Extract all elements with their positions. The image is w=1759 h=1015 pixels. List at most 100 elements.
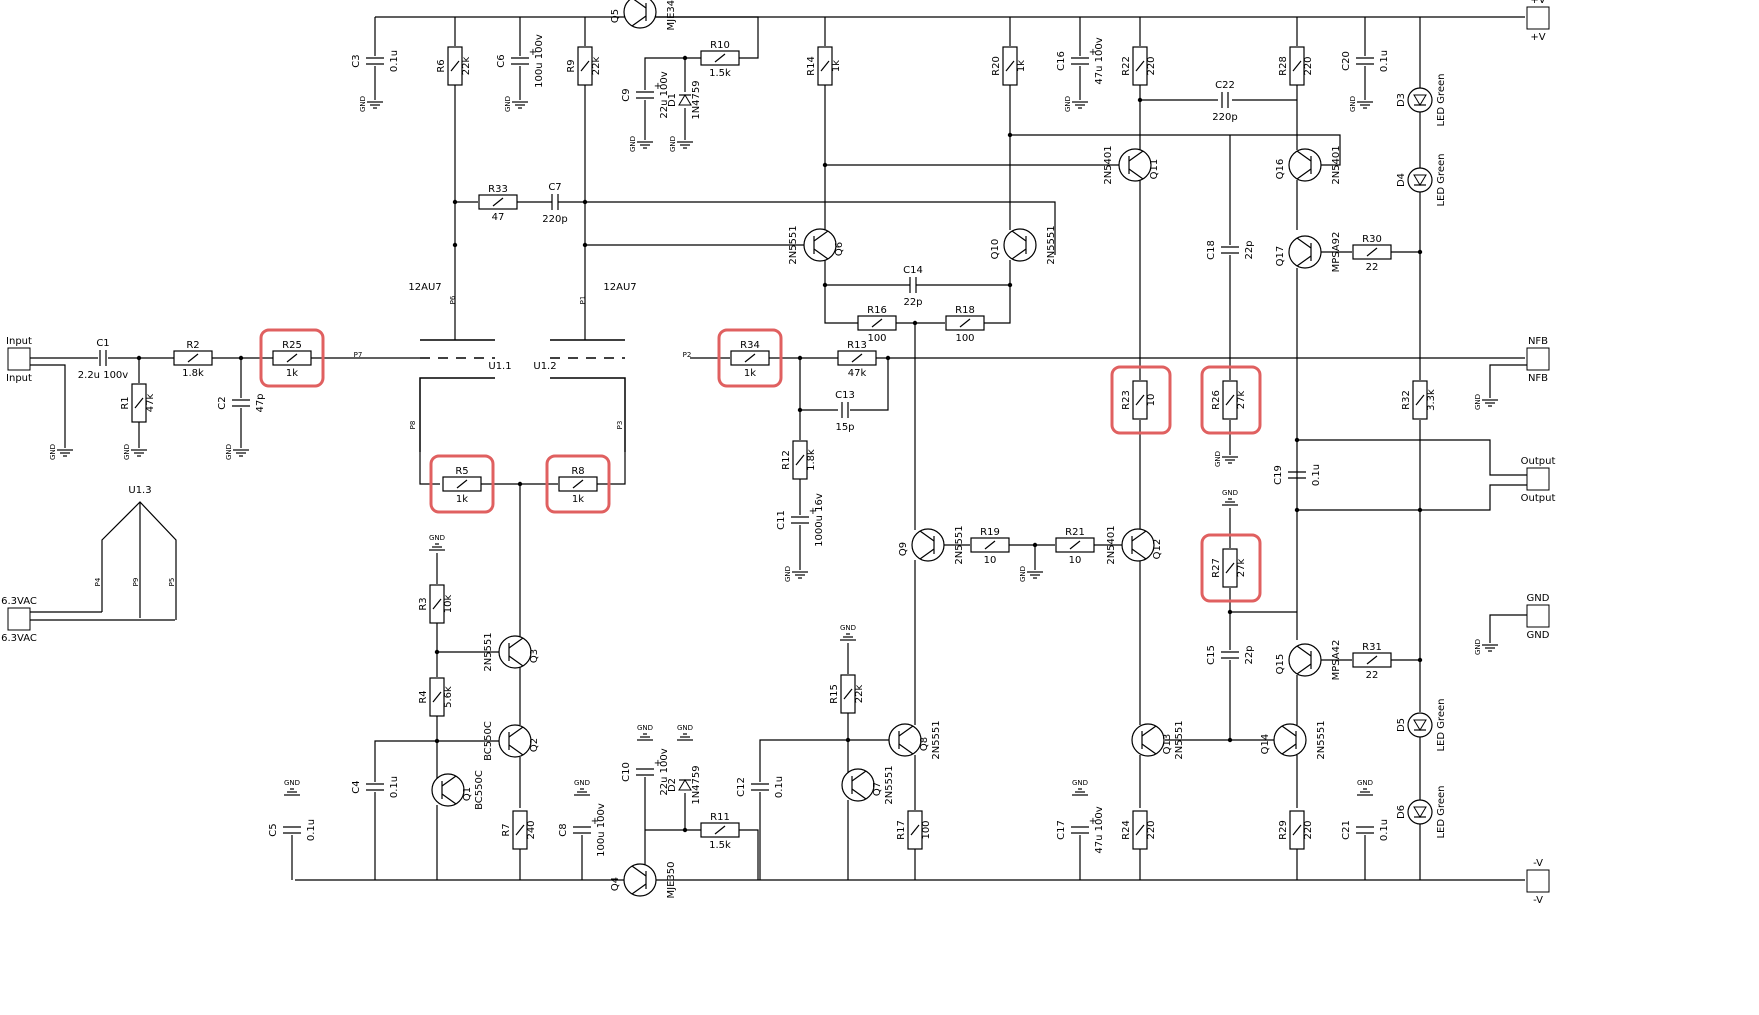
capacitor-ref: C2 (217, 396, 228, 409)
transistor-part: 2N5551 (931, 720, 942, 759)
resistor-mark (1135, 824, 1145, 836)
ground-symbol (429, 543, 445, 551)
ground-symbol (57, 449, 73, 457)
tube-pin-label: P4 (94, 577, 102, 586)
capacitor-c13 (841, 402, 849, 418)
ground-label: GND (1222, 489, 1238, 497)
capacitor-c15 (1221, 651, 1239, 659)
transistor-lead (633, 0, 647, 9)
connector-label: GND (1527, 630, 1550, 641)
wire (1297, 439, 1527, 476)
transistor-lead (1296, 645, 1312, 657)
resistor-ref: R3 (418, 597, 429, 610)
transistor-q7 (841, 768, 875, 802)
transistor-lead (1141, 725, 1157, 737)
resistor-ref: R6 (436, 59, 447, 72)
capacitor-ref: C8 (558, 823, 569, 836)
connector-label: +V (1530, 0, 1545, 6)
wire (759, 739, 848, 782)
ground-label: GND (1349, 96, 1357, 112)
transistor-lead (1128, 150, 1144, 162)
led-part: LED Green (1436, 73, 1447, 126)
polarity-mark: + (809, 506, 817, 517)
connector-label: -V (1533, 858, 1543, 869)
resistor-mark (714, 53, 726, 63)
resistor-r8 (558, 476, 598, 492)
led-ref: D5 (1396, 718, 1407, 732)
transistor-part: MJE340 (666, 0, 677, 30)
capacitor-c16 (1071, 57, 1089, 65)
resistor-mark (572, 479, 584, 489)
capacitor-ref: C19 (1273, 465, 1284, 485)
ground-symbol (131, 449, 147, 457)
transistor-lead (1128, 168, 1144, 180)
resistor-ref: R8 (571, 466, 584, 477)
junction-dot (452, 242, 458, 248)
led-triangle (1413, 174, 1427, 186)
ground-symbol (574, 788, 590, 796)
resistor-mark (1135, 394, 1145, 406)
resistor-ref: R14 (806, 56, 817, 76)
transistor-lead (1296, 237, 1312, 249)
highlight-r26 (1200, 365, 1262, 435)
polarity-mark: + (654, 81, 662, 92)
transistor-ref: Q12 (1152, 539, 1163, 560)
ground-symbol (1072, 101, 1088, 109)
ground-symbol (1222, 456, 1238, 464)
capacitor-value: 22p (903, 297, 922, 308)
connector-box (1526, 467, 1550, 491)
transistor-lead (898, 743, 914, 755)
connector-box (1526, 347, 1550, 371)
ground-label: GND (123, 444, 131, 460)
capacitor-value: 22u 100v (659, 748, 670, 795)
capacitor-c18 (1221, 246, 1239, 254)
tube-pin-label: P8 (409, 421, 417, 430)
resistor-value: 100 (921, 820, 932, 839)
transistor-part: 2N5551 (1046, 225, 1057, 264)
resistor-mark (1069, 540, 1081, 550)
resistor-value: 1k (1016, 60, 1027, 72)
resistor-mark (1135, 60, 1145, 72)
transistor-q4 (623, 863, 657, 897)
ground-symbol (1357, 101, 1373, 109)
resistor-mark (432, 691, 442, 703)
polarity-mark: + (529, 47, 537, 58)
resistor-mark (1005, 60, 1015, 72)
capacitor-ref: C14 (903, 265, 923, 276)
tube-part-label: 12AU7 (408, 282, 441, 293)
tube-cathode (419, 377, 495, 452)
transistor-body (498, 724, 532, 758)
wire (558, 201, 1056, 255)
transistor-body (498, 635, 532, 669)
transistor-lead (508, 655, 524, 667)
resistor-r9 (577, 46, 593, 86)
connector-label: -V (1533, 895, 1543, 906)
resistor-value: 47k (145, 394, 156, 413)
resistor-value: 1k (456, 494, 468, 505)
resistor-r18 (945, 315, 985, 331)
connector-label: 6.3VAC (1, 596, 37, 607)
capacitor-c7 (551, 194, 559, 210)
transistor-lead (631, 15, 647, 27)
transistor-part: 2N5401 (1106, 525, 1117, 564)
transistor-q6 (803, 228, 837, 262)
highlights (259, 328, 1262, 603)
tube-part-label: 12AU7 (603, 282, 636, 293)
capacitor-value: 22p (1244, 240, 1255, 259)
transistor-body (431, 773, 465, 807)
connector-label: Output (1521, 493, 1556, 504)
resistor-r6 (447, 46, 463, 86)
ground-label: GND (637, 724, 653, 732)
transistor-q2 (498, 724, 532, 758)
resistor-ref: R13 (847, 340, 867, 351)
resistor-value: 220 (1303, 56, 1314, 75)
ground-symbol (1482, 399, 1498, 407)
tube-pin-label: P6 (449, 295, 457, 304)
transistor-lead (851, 788, 867, 800)
resistor-r21 (1055, 537, 1095, 553)
ground-label: GND (574, 779, 590, 787)
connector-box (7, 347, 31, 371)
wire (850, 358, 889, 411)
transistor-ref: Q13 (1162, 734, 1173, 755)
led-part: LED Green (1436, 153, 1447, 206)
